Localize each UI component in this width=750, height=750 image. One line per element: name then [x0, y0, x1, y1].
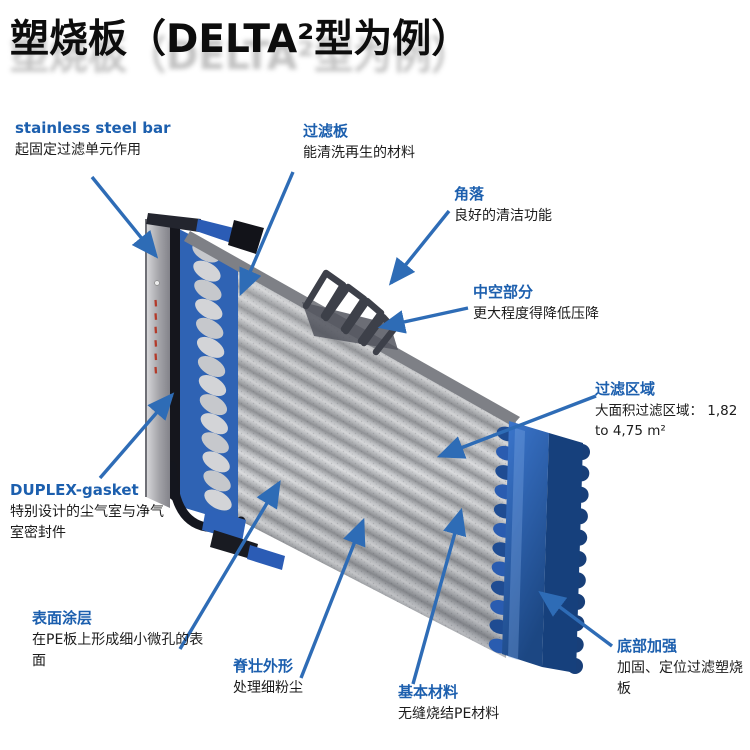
corner-fins [302, 269, 398, 356]
leader-arrows [90, 171, 614, 685]
label-base-material: 基本材料 无缝烧结PE材料 [398, 683, 583, 725]
arrow-hollow-section [377, 306, 469, 334]
side-frame [173, 226, 238, 524]
label-corner: 角落 良好的清洁功能 [454, 185, 659, 227]
label-desc: 良好的清洁功能 [454, 208, 552, 224]
label-heading: 中空部分 [473, 283, 534, 301]
arrow-surface-coating [178, 480, 281, 650]
label-desc: 起固定过滤单元作用 [15, 142, 141, 158]
label-desc: 大面积过滤区域： 1,82 to 4,75 m² [595, 403, 738, 440]
label-stainless-steel-bar: stainless steel bar 起固定过滤单元作用 [15, 119, 230, 161]
red-brand-marks [154, 299, 158, 374]
arrow-ridge-shape [299, 517, 366, 679]
arrow-filter-plate [239, 171, 295, 297]
label-heading: stainless steel bar [15, 119, 171, 137]
label-heading: 表面涂层 [32, 609, 93, 627]
label-desc: 处理细粉尘 [233, 680, 303, 696]
label-duplex-gasket: DUPLEX-gasket 特别设计的尘气室与净气室密封件 [10, 481, 173, 544]
label-desc: 更大程度得降低压降 [473, 306, 599, 322]
label-filter-plate: 过滤板 能清洗再生的材料 [303, 122, 508, 164]
label-heading: 过滤区域 [595, 380, 656, 398]
label-desc: 加固、定位过滤塑烧板 [617, 660, 743, 697]
label-heading: 底部加强 [617, 637, 678, 655]
filter-plate-body [196, 238, 516, 658]
label-bottom-reinforcement: 底部加强 加固、定位过滤塑烧板 [617, 637, 748, 700]
label-desc: 在PE板上形成细小微孔的表面 [32, 632, 204, 669]
label-ridge-shape: 脊壮外形 处理细粉尘 [233, 657, 403, 699]
label-heading: 基本材料 [398, 683, 459, 701]
label-desc: 能清洗再生的材料 [303, 145, 415, 161]
stainless-steel-bar-part [145, 219, 170, 508]
screw-dot [154, 280, 160, 286]
label-hollow-section: 中空部分 更大程度得降低压降 [473, 283, 708, 325]
label-heading: 过滤板 [303, 122, 349, 140]
arrow-base-material [411, 507, 467, 685]
label-heading: 角落 [454, 185, 485, 203]
label-filter-area: 过滤区域 大面积过滤区域： 1,82 to 4,75 m² [595, 380, 750, 442]
label-heading: 脊壮外形 [233, 657, 294, 675]
arrow-corner [388, 209, 451, 286]
arrow-filter-area [436, 394, 597, 459]
page-title: 塑烧板（DELTA²型为例） [10, 17, 471, 62]
bottom-reinforcement-cap [488, 421, 590, 674]
label-desc: 特别设计的尘气室与净气室密封件 [10, 504, 164, 541]
arrow-bottom-reinforcement [538, 590, 614, 648]
arrow-stainless-steel-bar [90, 175, 159, 259]
label-surface-coating: 表面涂层 在PE板上形成细小微孔的表面 [32, 609, 211, 672]
label-desc: 无缝烧结PE材料 [398, 706, 500, 722]
bottom-bracket [202, 508, 285, 570]
arrow-duplex-gasket [98, 392, 175, 480]
top-clamp [146, 213, 264, 254]
label-heading: DUPLEX-gasket [10, 481, 139, 499]
